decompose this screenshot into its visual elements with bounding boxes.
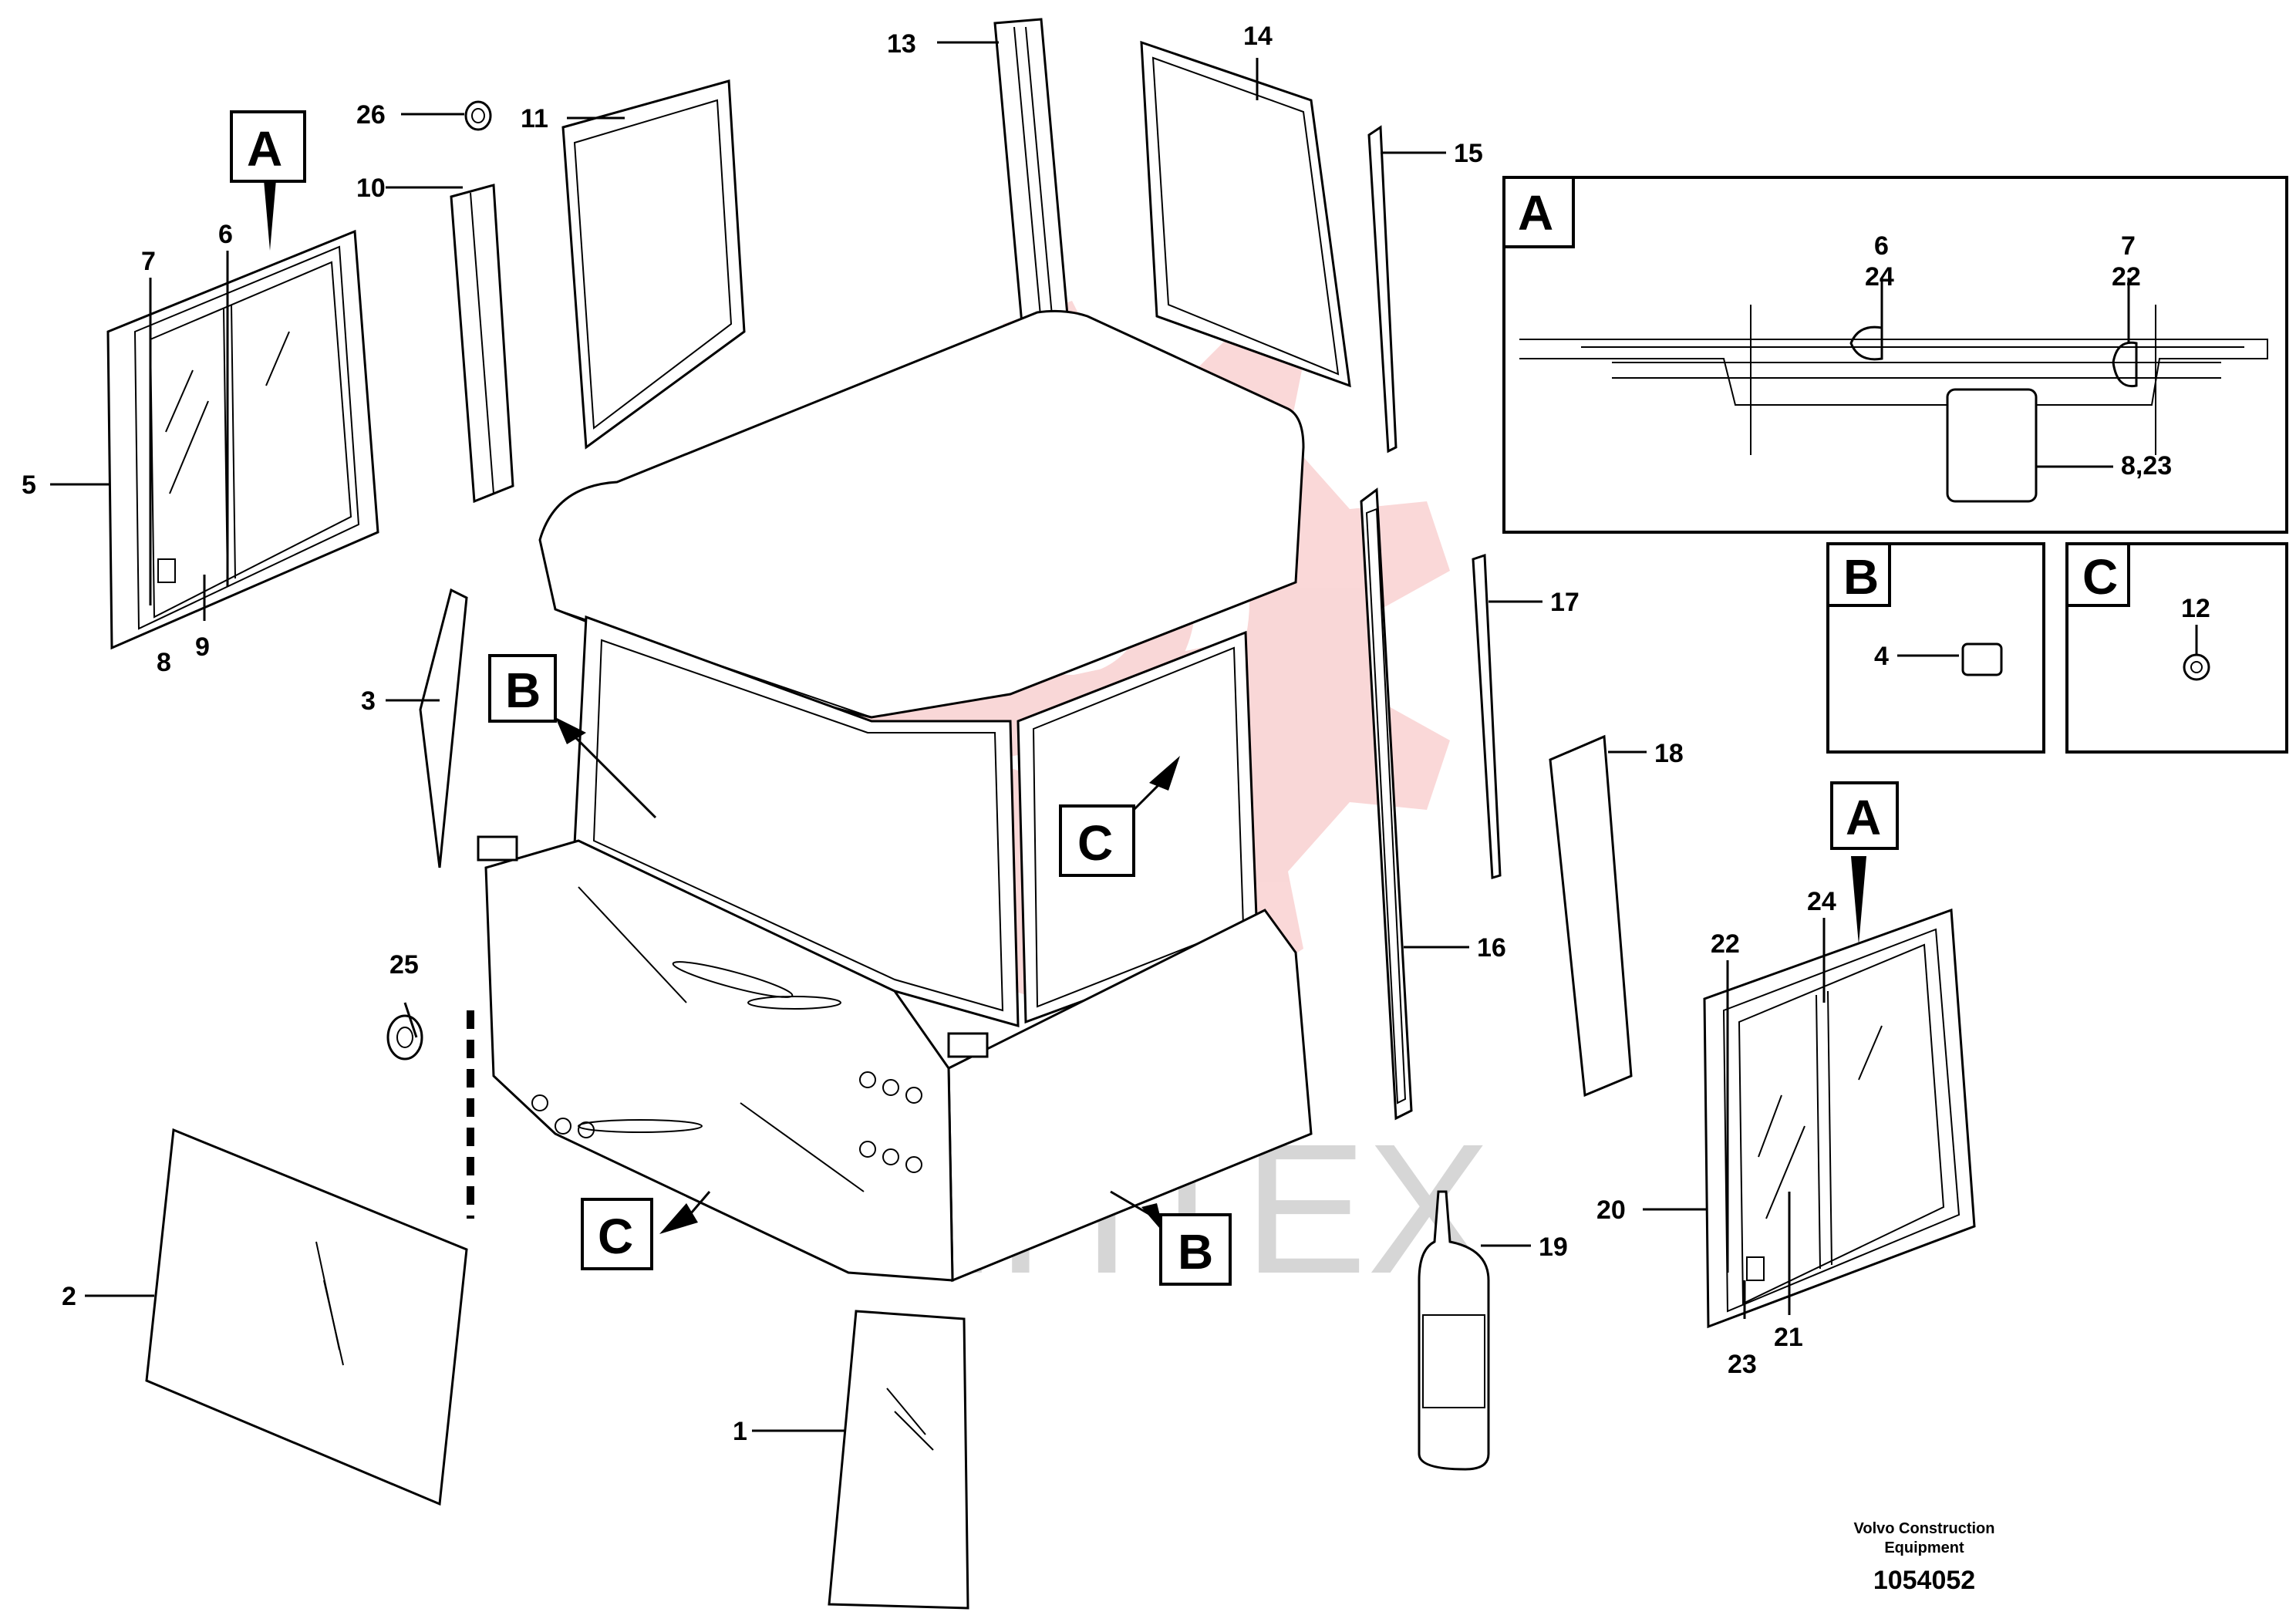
ref-c-bottom: C <box>598 1209 633 1264</box>
ref-c-cab: C <box>1077 815 1113 871</box>
right-sliding-window <box>1703 908 1976 1329</box>
left-sliding-window <box>106 229 379 650</box>
company-line-1: Volvo Construction <box>1854 1520 1995 1537</box>
part-11-window <box>561 79 746 450</box>
callout-26: 26 <box>356 100 386 130</box>
ref-b-detail: B <box>1843 549 1879 605</box>
part-3-strip <box>419 588 468 868</box>
detail-a-callout-6: 6 <box>1874 231 1889 261</box>
detail-b-callout-4: 4 <box>1874 642 1889 671</box>
callout-2: 2 <box>62 1282 76 1311</box>
callout-23: 23 <box>1728 1350 1757 1379</box>
callout-11: 11 <box>521 104 548 133</box>
detail-c-callout-12: 12 <box>2181 594 2210 623</box>
callout-21: 21 <box>1774 1323 1803 1352</box>
cab-body <box>477 309 1313 1283</box>
callout-17: 17 <box>1550 588 1580 617</box>
callout-22: 22 <box>1711 929 1740 959</box>
footer: Volvo Construction Equipment 1054052 <box>1854 1520 1995 1595</box>
callout-14: 14 <box>1243 22 1273 51</box>
detail-a-callout-24: 24 <box>1865 262 1894 292</box>
callout-10: 10 <box>356 174 386 203</box>
detail-panel-c <box>2065 542 2288 754</box>
ref-c-detail: C <box>2082 549 2118 605</box>
callout-25: 25 <box>389 950 419 980</box>
drawing-number: 1054052 <box>1873 1566 1975 1595</box>
callout-3: 3 <box>361 686 376 716</box>
callout-16: 16 <box>1477 933 1506 963</box>
ref-a-detail: A <box>1518 185 1553 241</box>
ref-b-bottom: B <box>1178 1224 1213 1280</box>
callout-19: 19 <box>1539 1233 1568 1262</box>
callout-13: 13 <box>887 29 916 59</box>
callout-24: 24 <box>1807 887 1836 916</box>
part-17-strip <box>1472 553 1502 879</box>
callout-9: 9 <box>195 632 210 662</box>
callout-6: 6 <box>218 220 233 249</box>
company-line-2: Equipment <box>1884 1539 1964 1556</box>
callout-18: 18 <box>1654 739 1684 768</box>
part-19-bottle <box>1418 1190 1490 1471</box>
part-25-grommet <box>386 1010 474 1219</box>
callout-15: 15 <box>1454 139 1483 168</box>
detail-a-callout-22: 22 <box>2112 262 2141 292</box>
callout-20: 20 <box>1596 1195 1626 1225</box>
detail-panel-b <box>1826 542 2045 754</box>
callout-5: 5 <box>22 470 36 500</box>
leader-lines <box>50 41 1866 1432</box>
part-18-trim <box>1549 734 1633 1098</box>
ref-a-left: A <box>247 121 282 177</box>
part-16-panel <box>1360 487 1413 1121</box>
part-10-pillar <box>450 184 514 504</box>
part-14-window <box>1140 40 1351 388</box>
callout-8: 8 <box>157 648 171 677</box>
reference-letters: A A A B C B C C B <box>230 110 2118 1286</box>
part-1-glass <box>828 1310 969 1610</box>
part-15-strip <box>1367 125 1397 454</box>
ref-a-right: A <box>1846 790 1881 845</box>
detail-a-callout-7: 7 <box>2121 231 2136 261</box>
detail-panel-a <box>1502 176 2288 534</box>
part-13-pillar <box>993 18 1070 325</box>
part-2-glass <box>145 1128 468 1506</box>
callout-7: 7 <box>141 247 156 276</box>
callout-numbers: 5 7 6 8 9 3 10 26 11 13 14 15 17 16 18 1… <box>22 22 2210 1446</box>
detail-a-callout-8-23: 8,23 <box>2121 451 2172 481</box>
ref-b-cab: B <box>505 663 541 718</box>
callout-1: 1 <box>733 1417 747 1446</box>
part-26-cap <box>464 100 492 131</box>
